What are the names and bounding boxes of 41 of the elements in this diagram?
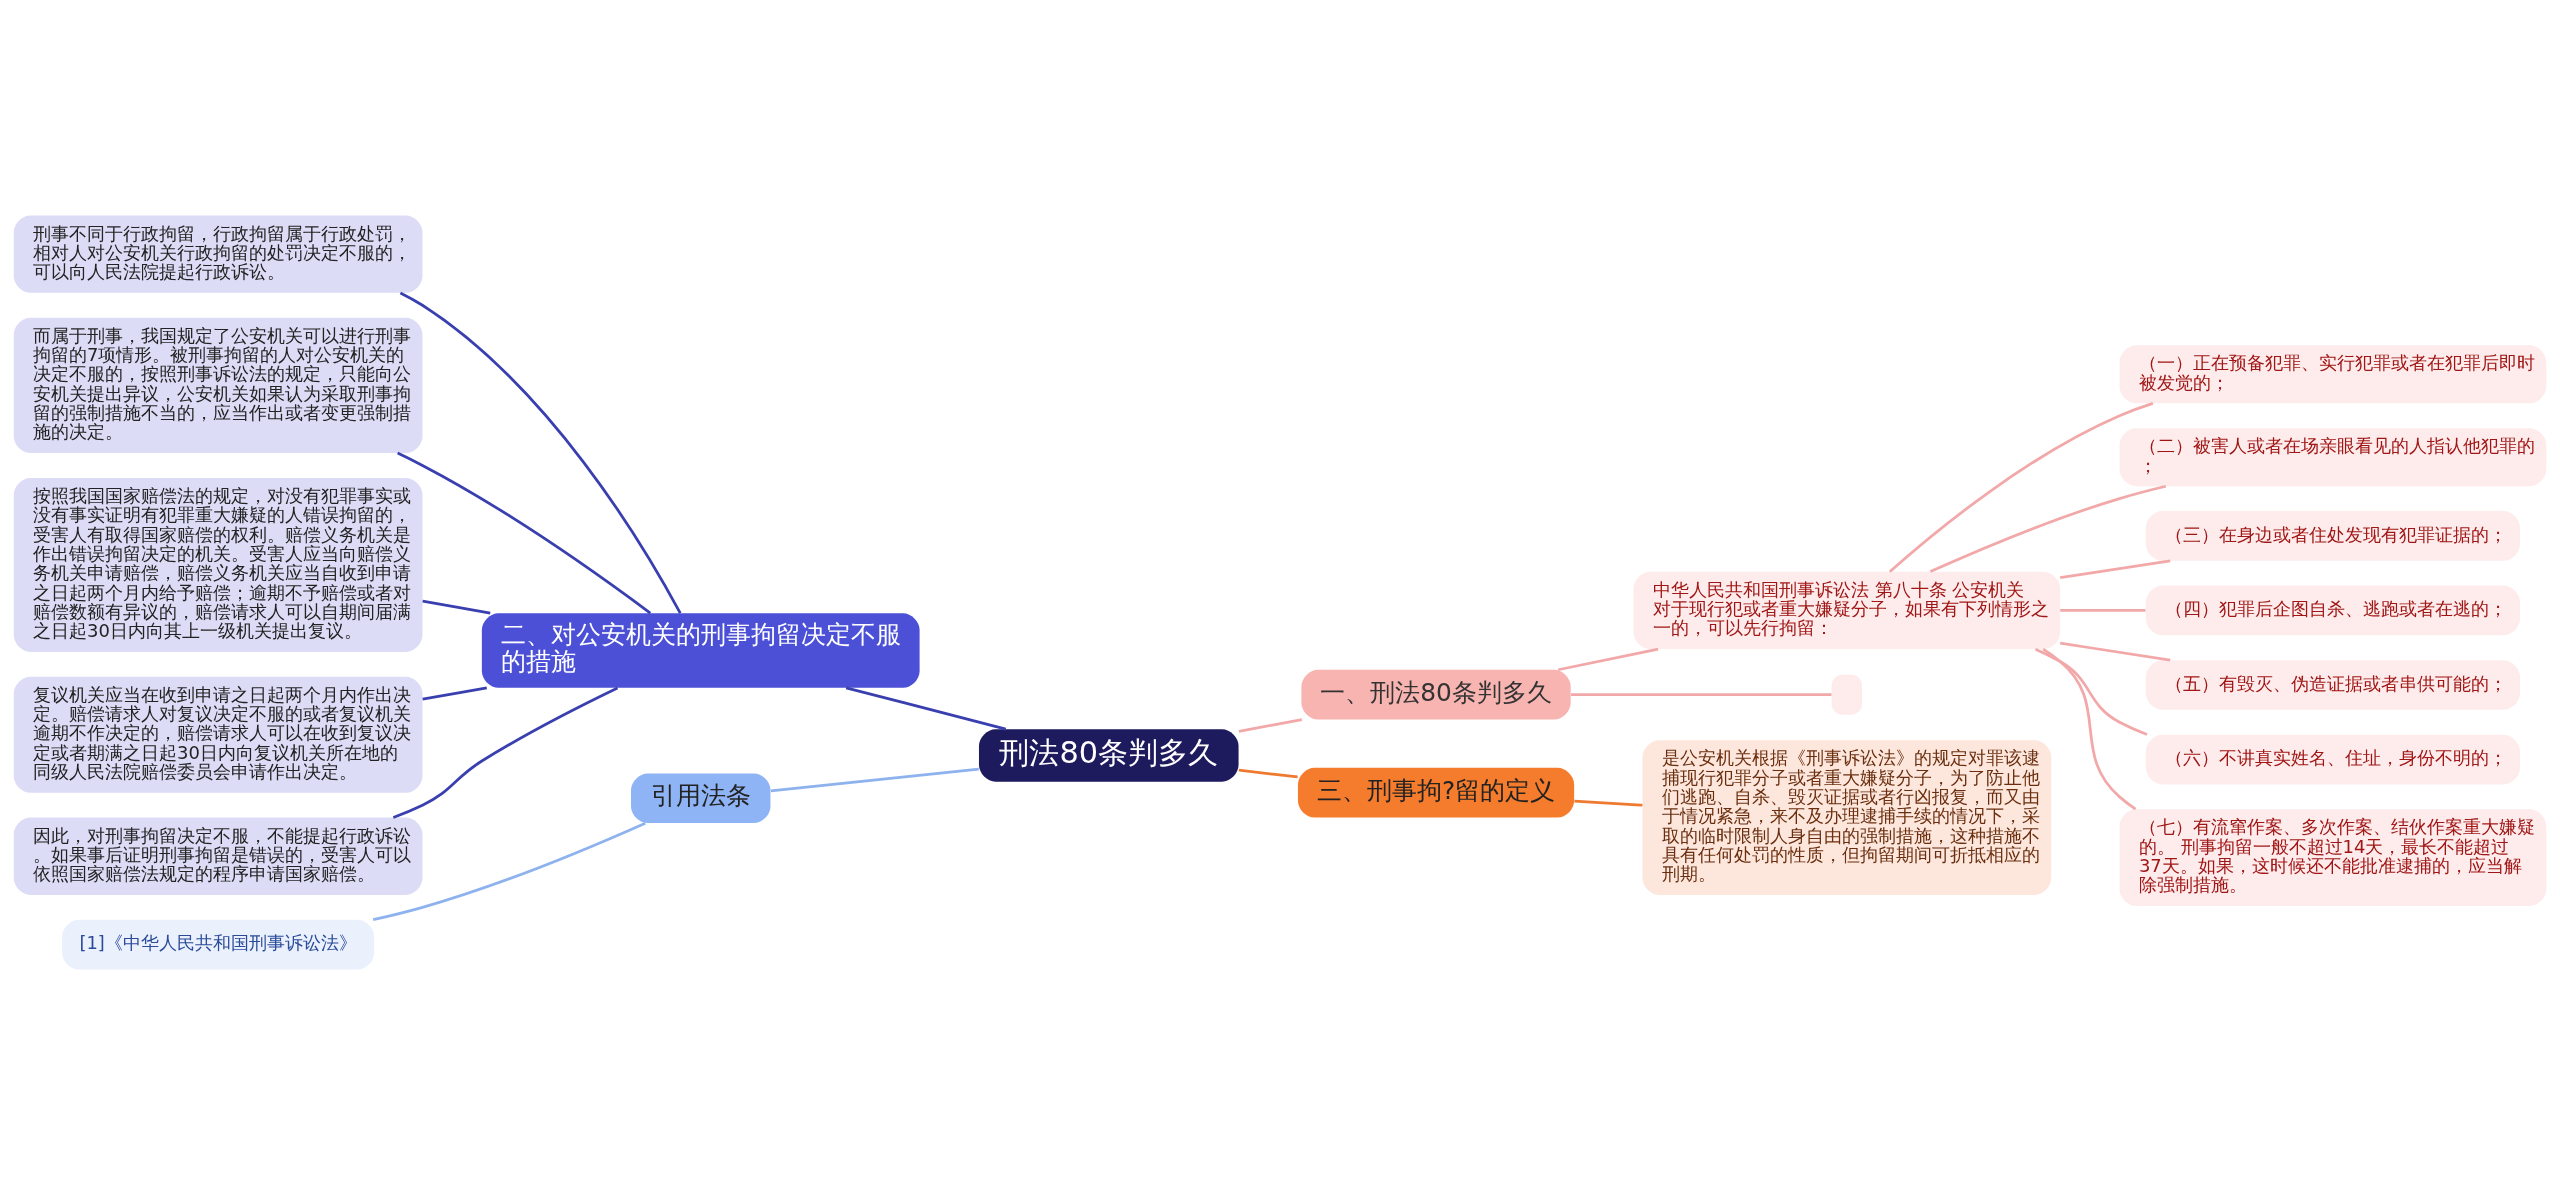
- node-box: 刑法80条判多久: [978, 729, 1239, 782]
- connector: [1571, 693, 1832, 697]
- connector: [422, 599, 491, 615]
- node-box: （二）被害人或者在场亲眼看见的人指认他犯罪的；: [2119, 428, 2547, 487]
- node-box: （一）正在预备犯罪、实行犯罪或者在犯罪后即时被发觉的；: [2119, 345, 2547, 404]
- node-box: 刑事不同于行政拘留，行政拘留属于行政处罚，相对人对公安机关行政拘留的处罚决定不服的，可以向人民法院提起行政诉讼。: [13, 215, 423, 293]
- node-box: 二、对公安机关的刑事拘留决定不服的措施: [481, 613, 920, 688]
- connector: [392, 686, 619, 819]
- connector: [2060, 609, 2146, 612]
- connector: [1238, 718, 1303, 733]
- node-box: （七）有流窜作案、多次作案、结伙作案重大嫌疑的。 刑事拘留一般不超过14天，最长不能超过37天。如果，这时候还不能批准逮捕的，应当解除强制措施。: [2119, 809, 2547, 906]
- connector: [2060, 559, 2171, 580]
- connector: [2042, 648, 2137, 811]
- connector: [1929, 484, 2167, 573]
- connector: [2034, 647, 2148, 736]
- connector: [397, 451, 652, 615]
- node-box: 按照我国国家赔偿法的规定，对没有犯罪事实或没有事实证明有犯罪重大嫌疑的人错误拘留的，受害人有取得国家赔偿的权利。赔偿义务机关是作出错误拘留决定的机关。受害人应当向赔偿义务机关申请赔偿，赔偿义务机关应当自收到申请之日起两个月内给予赔偿；逾期不予赔偿或者对赔偿数额有异议的，赔偿请求人可以自期间届满之日起30日内向其上一级机关提出复议。: [13, 477, 423, 652]
- connector: [770, 767, 979, 793]
- node-box: 而属于刑事，我国规定了公安机关可以进行刑事拘留的7项情形。被刑事拘留的人对公安机关的决定不服的，按照刑事诉讼法的规定，只能向公安机关提出异议，公安机关如果认为采取刑事拘留的强制措施不当的，应当作出或者变更强制措施的决定。: [13, 317, 423, 454]
- node-box: 因此，对刑事拘留决定不服，不能提起行政诉讼。如果事后证明刑事拘留是错误的，受害人可以依照国家赔偿法规定的程序申请国家赔偿。: [13, 817, 423, 895]
- connector: [845, 686, 1007, 731]
- node-box: 引用法条: [631, 773, 771, 824]
- connector: [1557, 647, 1659, 672]
- node-box: [1]《中华人民共和国刑事诉讼法》: [62, 919, 375, 970]
- connector: [372, 821, 646, 921]
- node-box: 三、刑事拘?留的定义: [1297, 767, 1575, 818]
- node-box: （五）有毁灭、伪造证据或者串供可能的；: [2145, 660, 2520, 710]
- node-box: （六）不讲真实姓名、住址，身份不明的；: [2145, 734, 2520, 785]
- node-box: 一、刑法80条判多久: [1301, 669, 1571, 720]
- connector: [399, 291, 682, 614]
- node-box: （四）犯罪后企图自杀、逃跑或者在逃的；: [2145, 585, 2520, 636]
- connector: [422, 686, 488, 701]
- connector: [2060, 641, 2171, 662]
- connector: [1888, 402, 2154, 573]
- connector: [1238, 768, 1298, 779]
- node-box: 复议机关应当在收到申请之日起两个月内作出决定。赔偿请求人对复议决定不服的或者复议机关逾期不作决定的，赔偿请求人可以在收到复议决定或者期满之日起30日内向复议机关所在地的同级人民法院赔偿委员会申请作出决定。: [13, 676, 423, 793]
- node-box: [1831, 674, 1863, 715]
- node-box: 中华人民共和国刑事诉讼法 第八十条 公安机关对于现行犯或者重大嫌疑分子，如果有下列情形之一的，可以先行拘留：: [1633, 571, 2061, 650]
- node-box: 是公安机关根据《刑事诉讼法》的规定对罪该逮捕现行犯罪分子或者重大嫌疑分子，为了防止他们逃跑、自杀、毁灭证据或者行凶报复，而又由于情况紧急，来不及办理逮捕手续的情况下，采取的临时限制人身自由的强制措施，这种措施不具有任何处罚的性质，但拘留期间可折抵相应的刑期。: [1642, 740, 2052, 895]
- connector: [1574, 799, 1643, 807]
- node-box: （三）在身边或者住处发现有犯罪证据的；: [2145, 511, 2520, 561]
